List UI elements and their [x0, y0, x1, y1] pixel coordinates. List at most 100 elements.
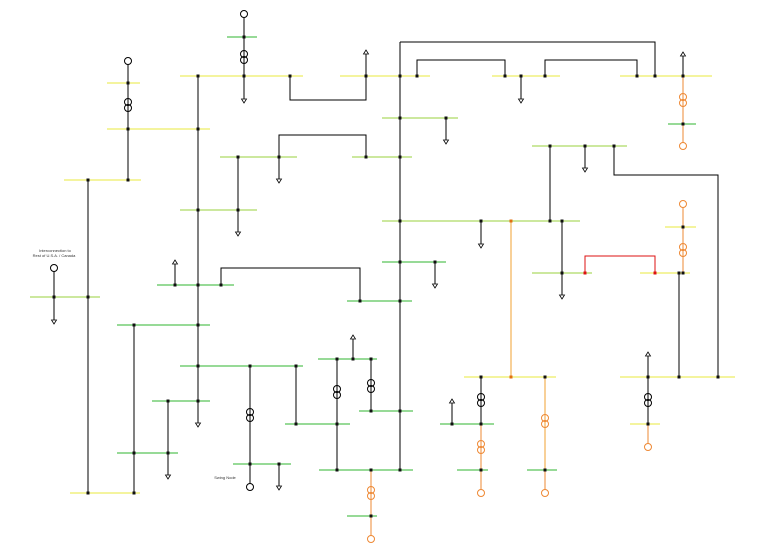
bus-bars [30, 36, 735, 517]
transformer-icon [644, 393, 652, 401]
generator-icon [679, 142, 687, 150]
connection-node [509, 375, 513, 379]
generator-icon [246, 483, 254, 491]
generator-icon [477, 489, 485, 497]
swing-node-label: Swing Node [214, 475, 236, 480]
connection-node [646, 422, 650, 426]
generator-icon [50, 264, 58, 272]
connection-node [369, 357, 373, 361]
connection-node [335, 468, 339, 472]
connection-node [681, 225, 685, 229]
transformer-icon [541, 420, 549, 428]
connection-node [364, 74, 368, 78]
load-arrow-icon [442, 139, 450, 145]
transmission-line [613, 146, 719, 377]
load-arrow-icon [517, 98, 525, 104]
connection-node [166, 399, 170, 403]
transformer-icon [367, 492, 375, 500]
load-arrow-icon [275, 178, 283, 184]
generator-icon [124, 57, 132, 65]
connection-node [219, 283, 223, 287]
load-arrow-icon [164, 474, 172, 480]
interconnection-label-line1: Interconnection to [39, 248, 72, 253]
connection-node [398, 409, 402, 413]
connection-node [369, 409, 373, 413]
transformer-icon [240, 50, 248, 58]
connection-node [248, 462, 252, 466]
load-arrow-icon [448, 398, 456, 404]
connection-node [196, 283, 200, 287]
load-arrow-icon [679, 51, 687, 57]
transmission-line [278, 134, 367, 157]
connection-node [335, 357, 339, 361]
connection-node [398, 260, 402, 264]
connection-node [433, 260, 437, 264]
connection-node [132, 491, 136, 495]
connection-node [294, 364, 298, 368]
transmission-lines [87, 41, 719, 493]
connection-node [583, 271, 587, 275]
connection-node [543, 375, 547, 379]
load-arrow-icon [362, 49, 370, 55]
connection-node [503, 74, 507, 78]
transformer-icon [477, 440, 485, 448]
transformer-icon [541, 414, 549, 422]
connection-node [635, 74, 639, 78]
connection-node [677, 375, 681, 379]
transformer-icon [333, 391, 341, 399]
connection-node [132, 323, 136, 327]
connection-node [173, 283, 177, 287]
load-arrow-icon [477, 243, 485, 249]
transmission-line [400, 41, 656, 76]
load-arrow-icon [581, 167, 589, 173]
connection-node [52, 295, 56, 299]
connection-node [681, 122, 685, 126]
connection-node [543, 468, 547, 472]
connection-node [248, 364, 252, 368]
connection-node [369, 514, 373, 518]
connection-node [479, 219, 483, 223]
connection-node [398, 74, 402, 78]
generator-icon [367, 535, 375, 543]
transformer-icon [679, 249, 687, 257]
connection-node [196, 323, 200, 327]
load-arrow-icon [349, 334, 357, 340]
transformer-icon [679, 93, 687, 101]
transformer-icon [367, 385, 375, 393]
connection-node [450, 422, 454, 426]
interconnection-label-line2: Rest of U.S.A. / Canada [33, 253, 76, 258]
connection-node [479, 375, 483, 379]
connection-node [560, 271, 564, 275]
transformer-icon [477, 393, 485, 401]
connection-node [242, 74, 246, 78]
load-arrow-icon [234, 231, 242, 237]
load-arrow-icon [558, 294, 566, 300]
connection-node [415, 74, 419, 78]
connection-node [583, 144, 587, 148]
connection-node [288, 74, 292, 78]
connection-node [398, 299, 402, 303]
generator-icon [644, 443, 652, 451]
generator-icon [541, 489, 549, 497]
connection-node [653, 74, 657, 78]
load-arrow-icon [240, 98, 248, 104]
connection-node [398, 219, 402, 223]
connection-node [364, 155, 368, 159]
connection-node [277, 462, 281, 466]
load-arrow-icon [431, 283, 439, 289]
connection-node [716, 375, 720, 379]
generator-icon [240, 10, 248, 18]
transformer-icon [644, 399, 652, 407]
connection-node [196, 399, 200, 403]
connection-node [126, 81, 130, 85]
connection-node [132, 451, 136, 455]
generator-icon [679, 200, 687, 208]
transformer-icon [477, 399, 485, 407]
connection-node [398, 116, 402, 120]
connection-node [196, 127, 200, 131]
connection-node [236, 155, 240, 159]
connection-node [126, 127, 130, 131]
connection-node [242, 35, 246, 39]
connection-node [86, 178, 90, 182]
